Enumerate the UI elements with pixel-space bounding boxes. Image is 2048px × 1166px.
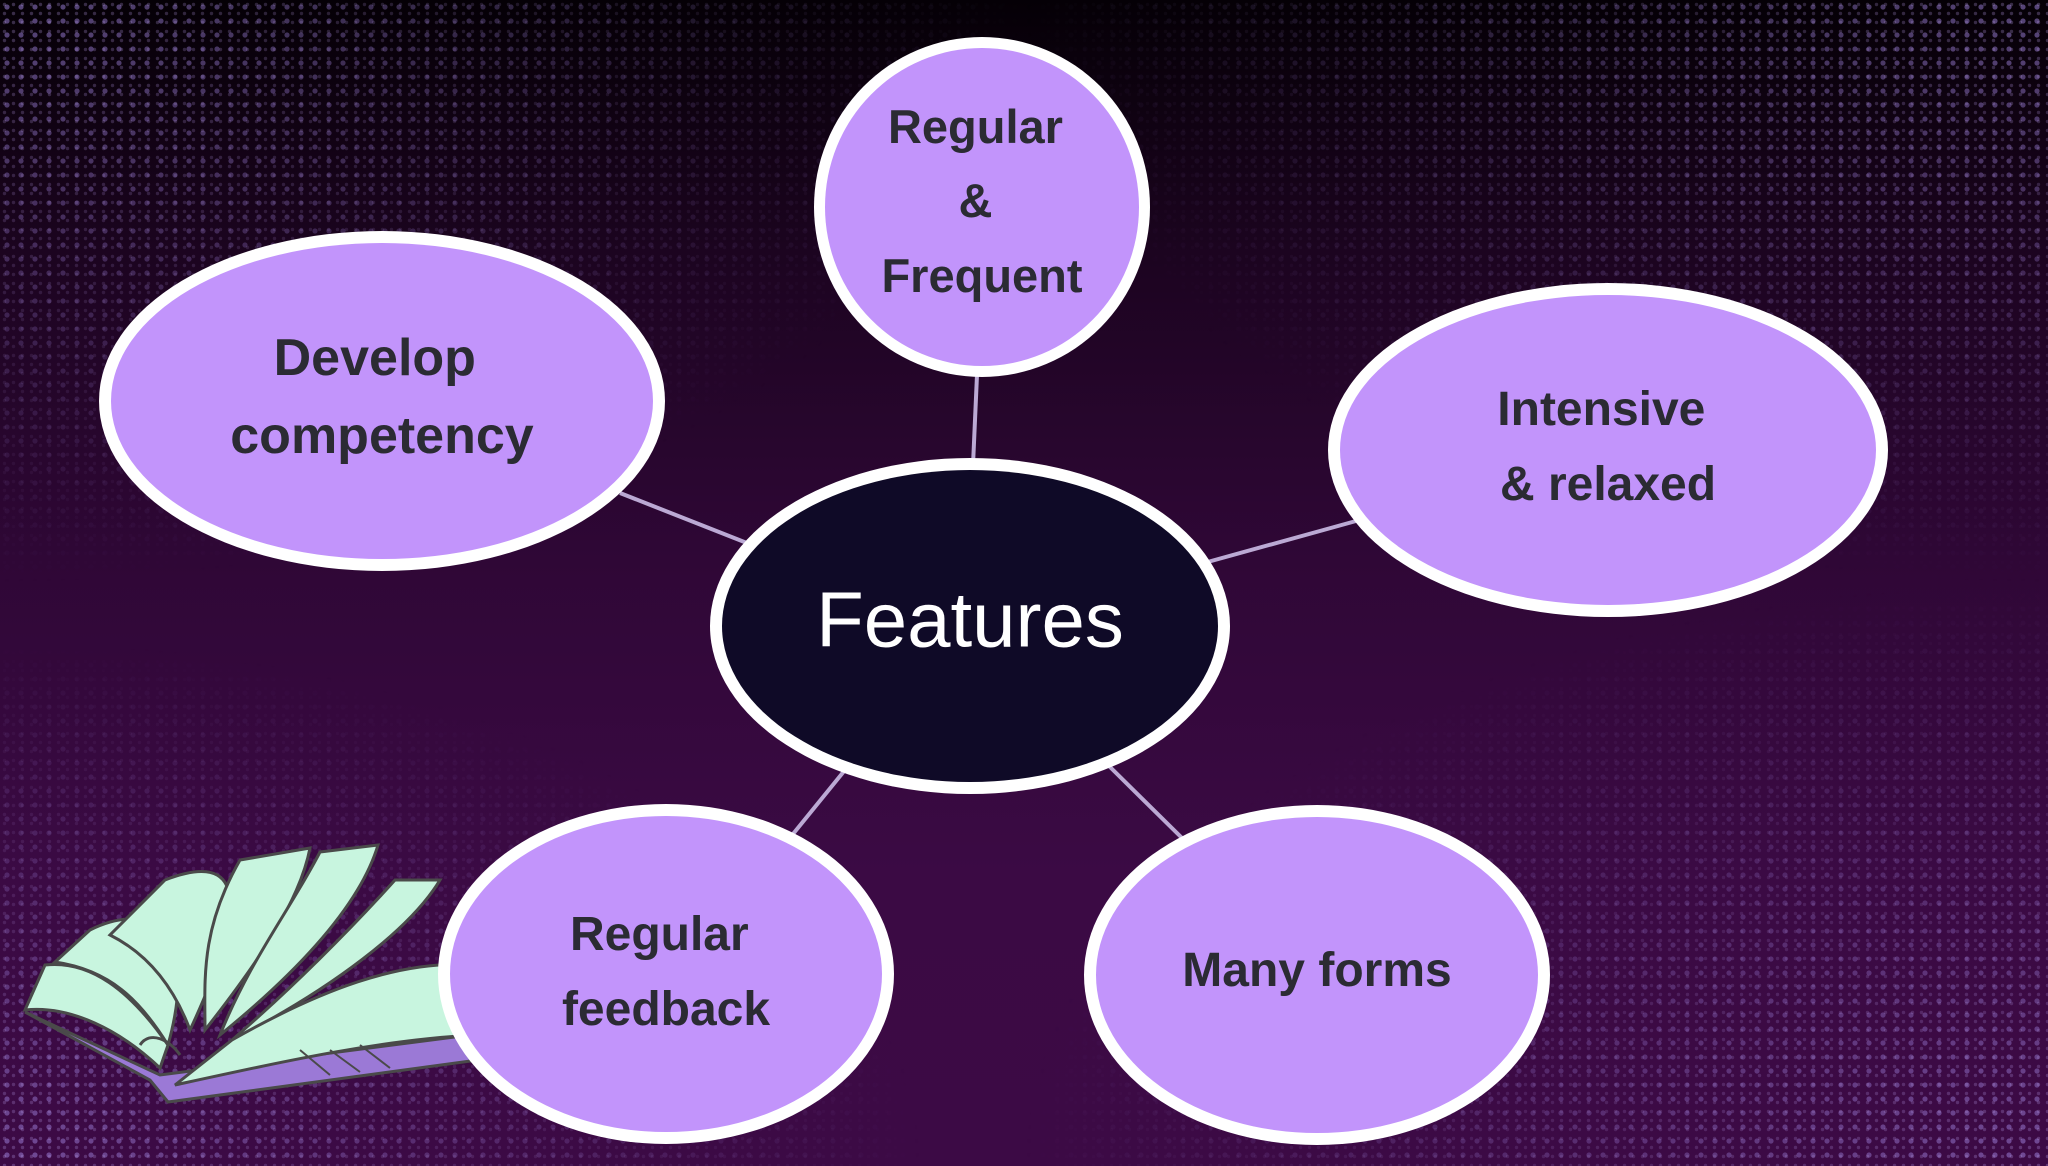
center-title: Features xyxy=(816,576,1124,664)
node-intensive-relaxed-label: Intensive & relaxed xyxy=(1497,383,1718,511)
node-develop-line-2: competency xyxy=(230,407,534,465)
node-intensive-line-2: & relaxed xyxy=(1500,458,1716,511)
connector-regular-frequent xyxy=(971,374,979,466)
node-regular-feedback: Regular feedback xyxy=(438,804,894,1144)
node-many-forms-label: Many forms xyxy=(1182,944,1451,997)
node-intensive-relaxed: Intensive & relaxed xyxy=(1328,283,1888,617)
center-node: Features xyxy=(710,458,1230,794)
node-develop-competency-label: Develop competency xyxy=(230,329,534,465)
node-intensive-line-1: Intensive xyxy=(1497,383,1705,436)
connector-forms xyxy=(1106,763,1184,840)
node-regular-frequent-line-3: Frequent xyxy=(881,249,1082,302)
node-regular-frequent: Regular & Frequent xyxy=(814,37,1150,377)
node-regular-frequent-line-2: & xyxy=(958,174,992,227)
node-develop-competency: Develop competency xyxy=(99,231,665,571)
node-forms-line-1: Many forms xyxy=(1182,944,1451,997)
open-book-icon xyxy=(22,843,480,1104)
connector-feedback xyxy=(791,768,847,836)
node-feedback-line-2: feedback xyxy=(562,983,770,1036)
node-regular-frequent-line-1: Regular xyxy=(888,100,1063,153)
node-regular-frequent-label: Regular & Frequent xyxy=(881,100,1082,302)
node-many-forms: Many forms xyxy=(1084,805,1550,1145)
node-develop-line-1: Develop xyxy=(274,329,476,387)
node-feedback-line-1: Regular xyxy=(570,908,749,961)
connector-develop xyxy=(619,491,753,547)
node-regular-feedback-label: Regular feedback xyxy=(562,908,770,1036)
connector-intensive xyxy=(1203,519,1357,565)
